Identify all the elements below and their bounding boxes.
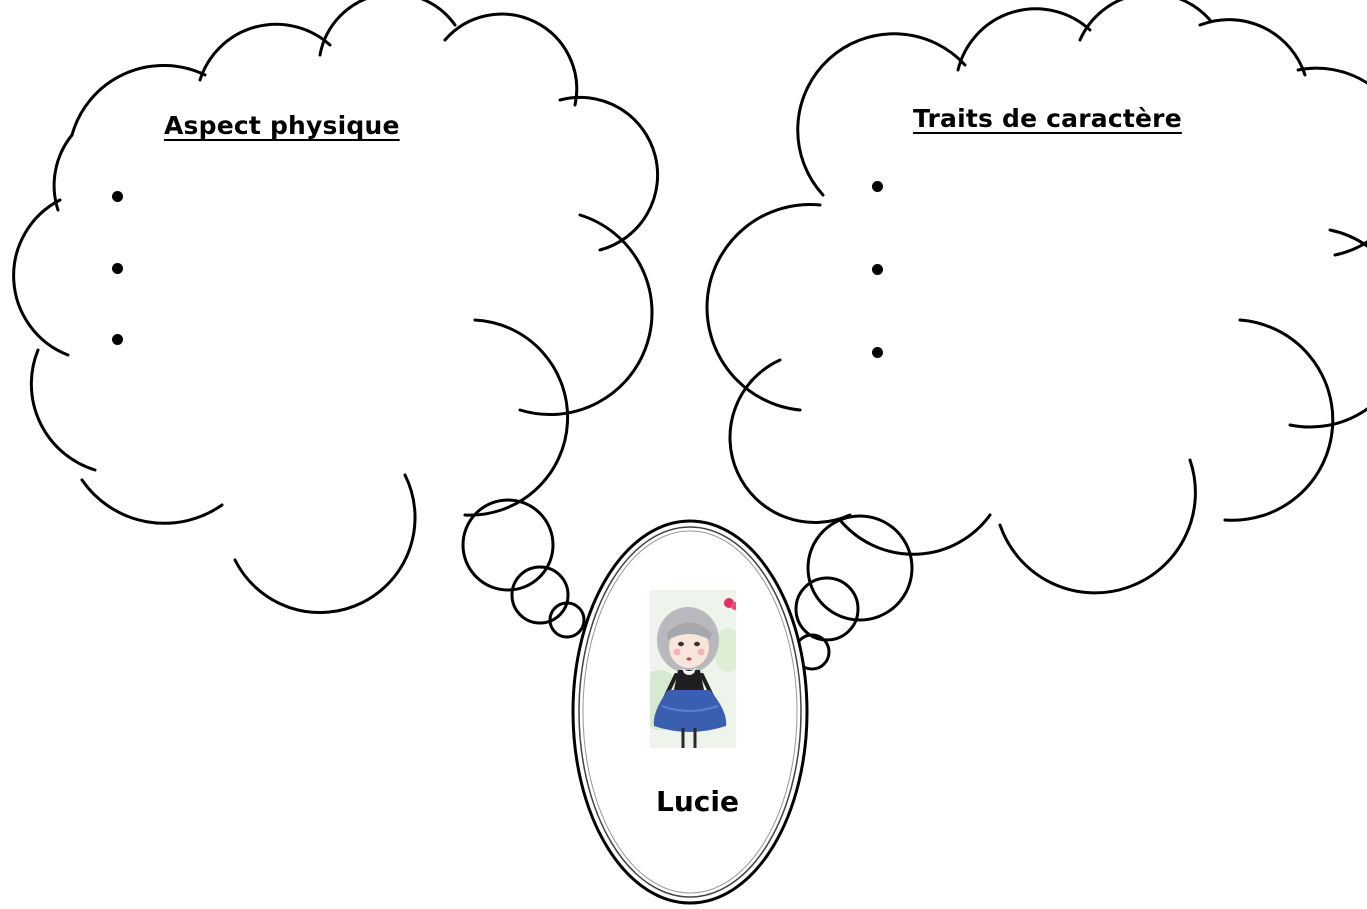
left-bullet-1 bbox=[112, 191, 123, 202]
left-bubble-large bbox=[463, 500, 553, 590]
character-name: Lucie bbox=[656, 785, 739, 818]
right-bullet-1 bbox=[872, 181, 883, 192]
right-cloud-title: Traits de caractère bbox=[913, 104, 1182, 133]
portrait-icon bbox=[638, 590, 742, 748]
left-bullet-3 bbox=[112, 334, 123, 345]
right-bubble-large bbox=[808, 516, 912, 620]
left-thought-cloud bbox=[14, 0, 658, 613]
left-cloud-title: Aspect physique bbox=[164, 111, 400, 140]
right-bullet-3 bbox=[872, 347, 883, 358]
right-bullet-2 bbox=[872, 264, 883, 275]
left-bullet-2 bbox=[112, 263, 123, 274]
right-thought-bubbles bbox=[795, 516, 912, 669]
right-thought-cloud bbox=[707, 0, 1367, 593]
left-thought-bubbles bbox=[463, 500, 584, 637]
